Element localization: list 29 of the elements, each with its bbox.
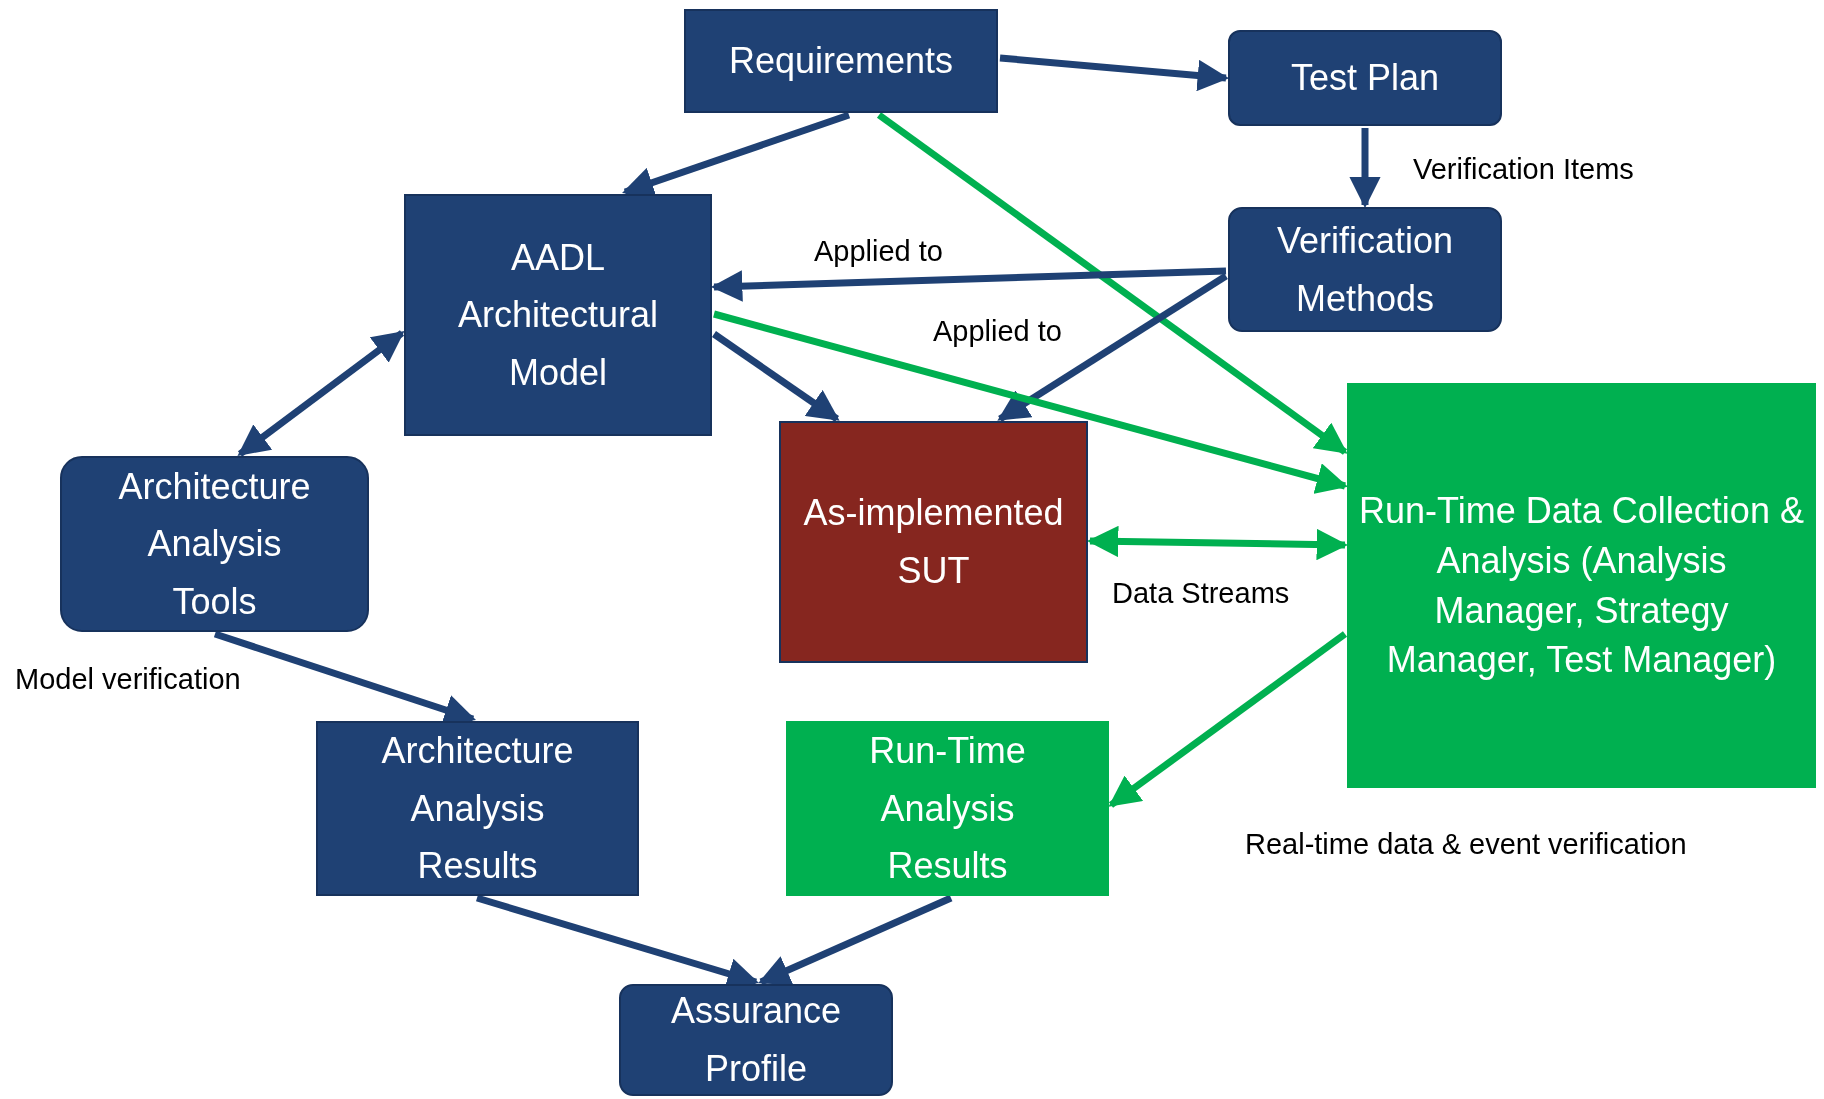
arrow: [876, 112, 1348, 455]
box-label: As-implemented SUT: [802, 491, 1065, 593]
box-label: Requirements: [728, 39, 954, 84]
box-label: Run-Time Data Collection & Analysis (Analysis Manager, Strategy Manager, Test Manager): [1359, 489, 1804, 683]
box-label: Run-Time Analysis Results: [868, 729, 1027, 889]
process-box: [779, 421, 1088, 663]
process-box: [404, 194, 712, 436]
process-box: [316, 721, 639, 896]
process-box: [786, 721, 1109, 896]
box-label: Architecture Analysis Tools: [117, 464, 312, 624]
arrow: [712, 331, 840, 422]
box-label: Verification Methods: [1275, 218, 1455, 321]
arrow: [999, 54, 1230, 92]
arrow: [237, 330, 405, 457]
box-label: Assurance Profile: [669, 989, 843, 1091]
arrow: [713, 310, 1349, 494]
arrow: [997, 273, 1228, 422]
arrow: [758, 894, 953, 986]
box-label: Test Plan: [1290, 56, 1440, 101]
process-box: [619, 984, 893, 1096]
process-box: [1228, 207, 1502, 332]
process-box: [60, 456, 369, 632]
process-box: [684, 9, 998, 113]
process-box: [1228, 30, 1502, 126]
box-label: AADL Architectural Model: [456, 235, 660, 395]
arrow: [1108, 631, 1348, 808]
box-label: Architecture Analysis Results: [380, 729, 575, 889]
arrow: [1349, 128, 1381, 209]
process-box: [1347, 383, 1816, 788]
